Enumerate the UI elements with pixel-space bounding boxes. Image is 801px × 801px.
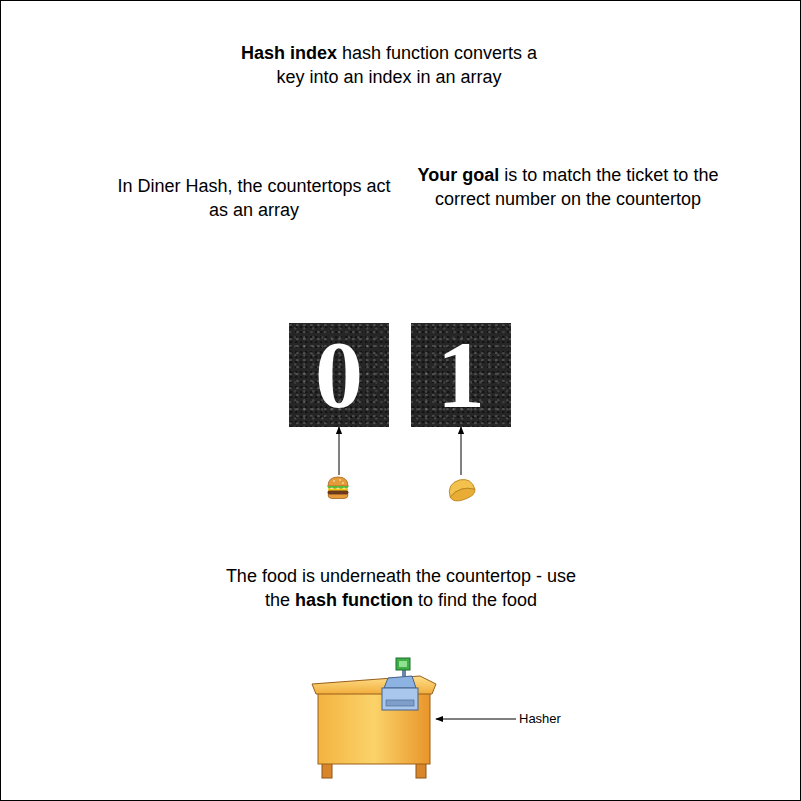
array-note: In Diner Hash, the countertops act as an… — [109, 174, 399, 222]
hasher-label: Hasher — [519, 711, 589, 727]
burger-icon — [327, 477, 349, 499]
leader-arrow — [339, 427, 340, 475]
leader-arrow — [461, 427, 462, 475]
goal-text: Your goalis to match the ticket to the c… — [410, 163, 726, 211]
countertop-number: 1 — [437, 327, 485, 423]
intro-text: Hash indexhash function converts a key i… — [229, 41, 549, 89]
countertop-tile: 0 — [289, 323, 389, 427]
bold-term: Hash index — [241, 43, 337, 63]
label-text: Hasher — [519, 711, 561, 726]
countertop-number: 0 — [315, 327, 363, 423]
label-text: In Diner Hash, the countertops act as an… — [117, 176, 390, 220]
taco-icon — [446, 476, 477, 504]
bold-term: Your goal — [418, 165, 500, 185]
label-text: to find the food — [418, 590, 537, 610]
food-text: The food is underneath the countertop - … — [205, 564, 597, 612]
leader-arrow — [436, 719, 516, 720]
bold-term: hash function — [295, 590, 413, 610]
countertop-tile: 1 — [411, 323, 511, 427]
counter-illustration — [312, 658, 436, 778]
